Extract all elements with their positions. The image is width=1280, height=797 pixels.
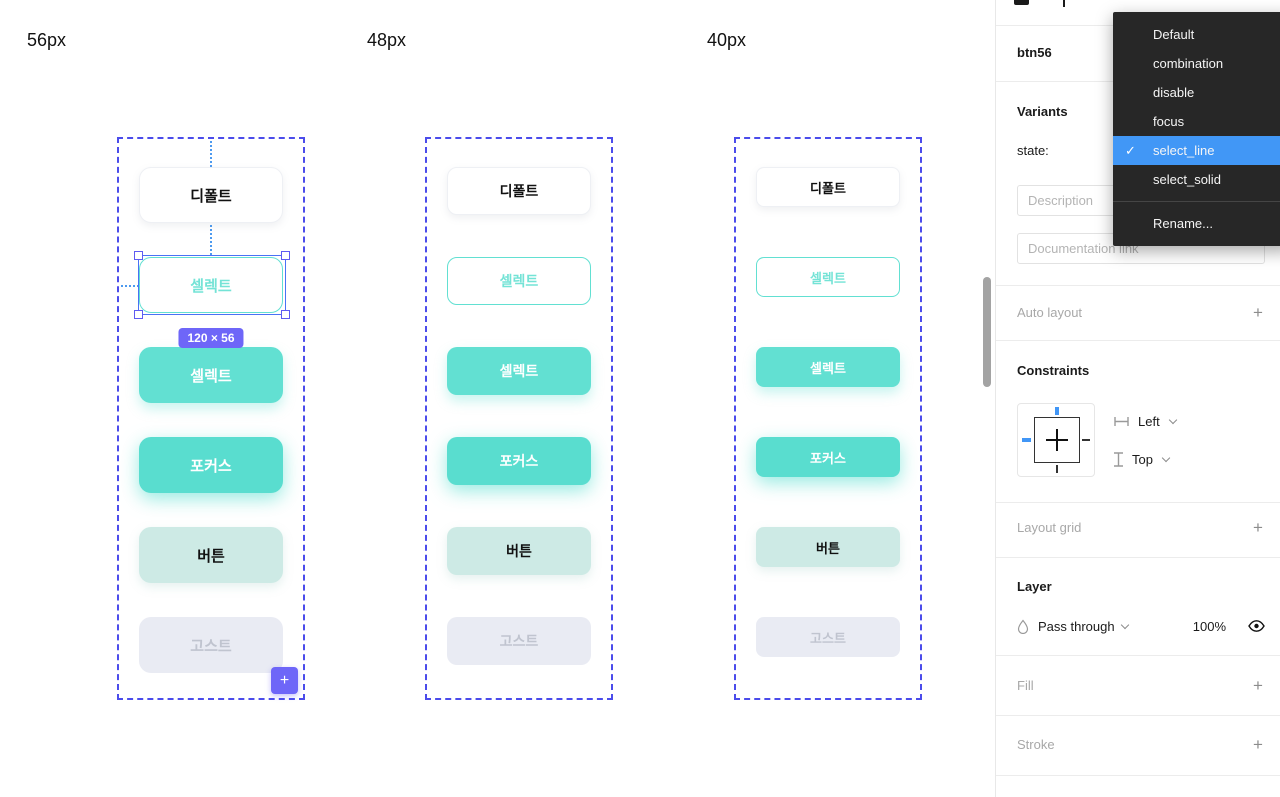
divider [996,775,1280,776]
layer-blend-row: Pass through 100% [1017,616,1265,636]
component-frame-40[interactable]: 디폴트 셀렉트 셀렉트 포커스 버튼 고스트 [734,137,922,700]
plus-icon: + [279,671,290,689]
menu-item-select-line[interactable]: ✓ select_line [1113,136,1280,165]
check-icon: ✓ [1125,142,1136,158]
chevron-down-icon [1169,417,1177,425]
blend-mode-icon [1017,619,1029,634]
button-select-line[interactable]: 셀렉트 [139,257,283,313]
blend-mode-select[interactable]: Pass through [1038,618,1115,634]
menu-item-focus[interactable]: focus [1113,107,1280,136]
menu-item-default[interactable]: Default [1113,20,1280,49]
plus-icon: + [1253,303,1263,322]
button-focus[interactable]: 포커스 [447,437,591,485]
stroke-section-title: Stroke [1017,737,1055,752]
button-ghost[interactable]: 고스트 [756,617,900,657]
frame-size-label-48: 48px [367,30,407,50]
constraints-cross [1056,429,1058,451]
divider [996,502,1280,503]
selection-rectangle[interactable] [134,251,290,319]
plus-icon: + [1253,518,1263,537]
toolbar-icon-fragment [1014,0,1029,5]
menu-item-label: Rename... [1153,216,1213,231]
horizontal-constraint-select[interactable]: Left [1114,412,1177,430]
button-select-line[interactable]: 셀렉트 [756,257,900,297]
button-focus[interactable]: 포커스 [139,437,283,493]
resize-handle-bottom-right[interactable] [281,310,290,319]
constraint-tick-right[interactable] [1082,439,1090,441]
layer-opacity-value[interactable]: 100% [1192,618,1226,634]
menu-item-select-solid[interactable]: select_solid [1113,165,1280,194]
variant-property-label: state: [1017,143,1049,158]
button-default[interactable]: 디폴트 [756,167,900,207]
button-normal[interactable]: 버튼 [139,527,283,583]
plus-icon: + [1253,676,1263,695]
frame-size-label-40: 40px [707,30,747,50]
visibility-eye-icon[interactable] [1248,620,1265,632]
chevron-down-icon [1162,455,1170,463]
plus-icon: + [1253,735,1263,754]
resize-handle-top-right[interactable] [281,251,290,260]
menu-item-label: select_solid [1153,172,1221,187]
menu-item-label: combination [1153,56,1224,71]
vertical-constraint-select[interactable]: Top [1114,450,1170,468]
menu-item-label: select_line [1153,143,1215,158]
button-select-line[interactable]: 셀렉트 [447,257,591,305]
button-normal[interactable]: 버튼 [756,527,900,567]
selection-size-badge: 120 × 56 [178,328,244,348]
button-default[interactable]: 디폴트 [447,167,591,215]
auto-layout-section-title: Auto layout [1017,305,1083,320]
divider [996,655,1280,656]
component-frame-56[interactable]: 디폴트 셀렉트 셀렉트 포커스 버튼 고스트 120 × 56 + [117,137,305,700]
constraints-widget[interactable] [1017,403,1095,477]
constraint-tick-top[interactable] [1055,407,1059,415]
add-stroke-button[interactable]: + [1250,735,1266,754]
button-ghost[interactable]: 고스트 [447,617,591,665]
constraints-box [1034,417,1080,463]
button-ghost[interactable]: 고스트 [139,617,283,673]
component-frame-48[interactable]: 디폴트 셀렉트 셀렉트 포커스 버튼 고스트 [425,137,613,700]
menu-item-label: focus [1153,114,1185,129]
button-normal[interactable]: 버튼 [447,527,591,575]
add-layout-grid-button[interactable]: + [1250,518,1266,537]
divider [996,340,1280,341]
button-select-solid[interactable]: 셀렉트 [139,347,283,403]
vertical-constraint-value: Top [1132,451,1153,467]
component-name: btn56 [1017,45,1052,60]
menu-item-disable[interactable]: disable [1113,78,1280,107]
horizontal-constraint-icon [1114,416,1129,426]
layer-section-title: Layer [1017,579,1052,594]
menu-item-label: Default [1153,27,1195,42]
button-select-solid[interactable]: 셀렉트 [447,347,591,395]
divider [996,557,1280,558]
menu-item-combination[interactable]: combination [1113,49,1280,78]
toolbar-icon-fragment [1063,0,1065,7]
canvas-scrollbar[interactable] [983,277,991,387]
add-fill-button[interactable]: + [1250,676,1266,695]
vertical-constraint-icon [1114,451,1123,467]
resize-handle-top-left[interactable] [134,251,143,260]
frame-size-label-56: 56px [27,30,67,50]
constraint-tick-left[interactable] [1022,438,1031,442]
chevron-down-icon[interactable] [1121,622,1129,630]
distance-guide-horizontal [121,285,139,287]
button-select-solid[interactable]: 셀렉트 [756,347,900,387]
variant-state-dropdown-menu: Default combination disable focus ✓ sele… [1113,12,1280,246]
menu-item-rename[interactable]: Rename... [1113,209,1280,238]
variants-section-title: Variants [1017,104,1068,119]
layout-grid-section-title: Layout grid [1017,520,1082,535]
button-default[interactable]: 디폴트 [139,167,283,223]
add-auto-layout-button[interactable]: + [1250,303,1266,322]
divider [996,285,1280,286]
resize-handle-bottom-left[interactable] [134,310,143,319]
menu-item-label: disable [1153,85,1195,100]
constraints-section-title: Constraints [1017,363,1090,378]
add-variant-button[interactable]: + [271,667,298,694]
horizontal-constraint-value: Left [1138,413,1160,429]
button-focus[interactable]: 포커스 [756,437,900,477]
menu-separator [1113,201,1280,202]
constraint-tick-bottom[interactable] [1056,465,1058,473]
divider [996,715,1280,716]
fill-section-title: Fill [1017,678,1034,693]
